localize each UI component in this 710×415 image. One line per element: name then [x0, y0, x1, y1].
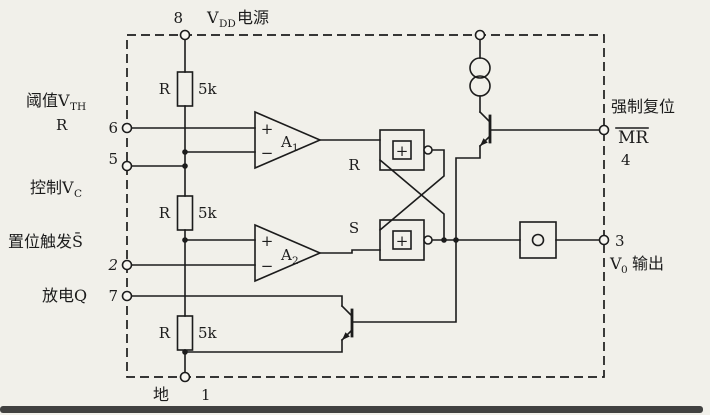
current-source [469, 57, 491, 97]
comparator-a1: + − A 1 [254, 110, 323, 170]
transistor-collector [340, 304, 354, 318]
threshold-label-sub: TH [70, 101, 86, 113]
latch-s-label: S [349, 219, 359, 237]
pin2-terminal [121, 259, 133, 271]
wire-pin7-to-q2 [130, 295, 343, 307]
comparator-label: A [280, 133, 292, 151]
pin5-terminal [121, 160, 133, 172]
comparator-label: A [280, 246, 292, 264]
junction-dot [182, 149, 188, 155]
pin7-terminal [121, 290, 133, 302]
wire-q1-control-net [351, 145, 481, 323]
pin-terminals [121, 29, 610, 383]
resistor-name: R [159, 204, 171, 222]
output-label-sub: 0 [621, 264, 628, 276]
force-reset-label: 强制复位 [611, 97, 675, 116]
pin2-number: 2 [107, 256, 118, 274]
ground-label: 地 [153, 385, 169, 404]
transistor-collector [478, 110, 492, 124]
resistor-value: 5k [198, 324, 218, 342]
latch-r-label: R [348, 156, 360, 174]
pin8-number: 8 [173, 9, 183, 27]
pin1-number: 1 [201, 386, 211, 404]
resistor-body [176, 315, 194, 351]
resistor-value: 5k [198, 204, 218, 222]
wire-q2-to-ground [184, 339, 343, 353]
resistor-2: R 5k [159, 195, 218, 231]
gate-plus-symbol: + [396, 232, 409, 250]
threshold-label-base: 阈值V [26, 91, 70, 110]
pin7-number: 7 [108, 287, 118, 305]
vdd-label-text: 电源 [237, 8, 269, 27]
latch-gate-s: + [379, 219, 433, 261]
pin3-number: 3 [615, 232, 625, 250]
mr-label: MR [618, 128, 649, 148]
comparator-a2: + − A 2 [254, 223, 323, 283]
junction-dot [453, 237, 459, 243]
resistor-body [176, 71, 194, 107]
current-source-circle-top [469, 57, 491, 79]
threshold-r-label: R [56, 116, 68, 134]
comparator-label-sub: 1 [292, 142, 299, 154]
vdd-label-sub: DD [219, 18, 236, 30]
vdd-terminal-2 [474, 29, 486, 41]
gate-inner-box [392, 140, 412, 160]
pin6-terminal [121, 122, 133, 134]
output-buffer [519, 221, 557, 259]
scan-artifact-bar [0, 406, 703, 413]
discharge-label: 放电Q [42, 286, 87, 305]
resistor-body [176, 195, 194, 231]
comparator-label-sub: 2 [292, 255, 299, 267]
plus-input-label: + [261, 120, 274, 138]
wire-gates-feedback [378, 158, 445, 241]
ic-boundary [126, 34, 605, 378]
gate-output-bubble [423, 145, 433, 155]
output-label-text: 输出 [632, 254, 664, 273]
current-source-circle-bottom [469, 75, 491, 97]
resistor-3: R 5k [159, 315, 218, 351]
gate-output-bubble [423, 235, 433, 245]
set-trigger-label: 置位触发S̄ [8, 230, 83, 251]
pin5-number: 5 [108, 150, 118, 168]
wire-a2-output [319, 249, 381, 254]
plus-input-label: + [261, 232, 274, 250]
control-label-sub: C [74, 188, 82, 200]
pin4-terminal [598, 124, 610, 136]
output-label-base: V [609, 254, 622, 273]
gate-inner-box [392, 230, 412, 250]
buffer-inner-circle [531, 233, 545, 247]
pin4-number: 4 [621, 151, 631, 169]
resistor-value: 5k [198, 80, 218, 98]
minus-input-label: − [261, 257, 274, 275]
emitter-arrow [480, 138, 488, 146]
resistor-name: R [159, 324, 171, 342]
control-label-base: 控制V [30, 178, 74, 197]
junction-dot [182, 163, 188, 169]
transistor-discharge [340, 304, 354, 342]
latch-gate-r: + [379, 129, 433, 171]
junction-dot [182, 237, 188, 243]
resistor-1: R 5k [159, 71, 218, 107]
pin8-terminal [179, 29, 191, 41]
gate-plus-symbol: + [396, 142, 409, 160]
pin3-terminal [598, 234, 610, 246]
pin6-number: 6 [108, 119, 118, 137]
wire-gater-feedback [378, 149, 445, 232]
junction-dots [182, 149, 459, 355]
opamp-triangle [254, 223, 323, 283]
opamp-triangle [254, 110, 323, 170]
buffer-body [519, 221, 557, 259]
wires [130, 38, 601, 374]
junction-dot [441, 237, 447, 243]
vdd-label-base: V [206, 8, 219, 27]
pin1-terminal [179, 371, 191, 383]
resistor-name: R [159, 80, 171, 98]
minus-input-label: − [261, 144, 274, 162]
emitter-arrow [342, 332, 350, 340]
transistor-mr [478, 110, 492, 148]
